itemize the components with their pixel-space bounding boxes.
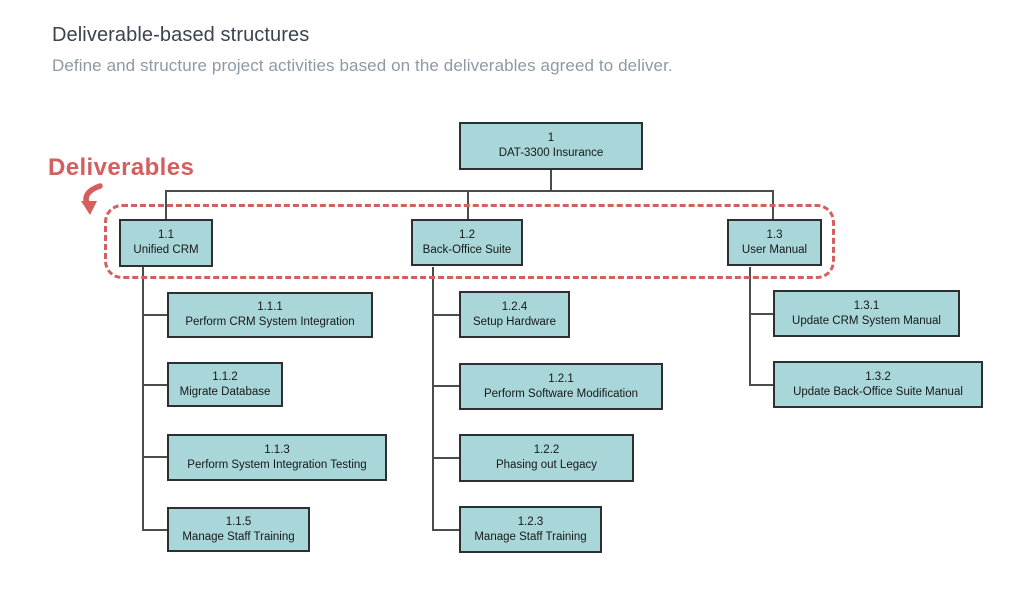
node-label: Update Back-Office Suite Manual (793, 385, 963, 398)
deliverables-annotation-label: Deliverables (48, 154, 195, 181)
connector-stub (142, 456, 167, 458)
page-subtitle: Define and structure project activities … (52, 56, 673, 75)
connector-trunk-branch1 (142, 267, 144, 531)
connector-stub (432, 314, 459, 316)
connector-trunk-branch2 (432, 267, 434, 531)
wbs-node-1-2-3: 1.2.3 Manage Staff Training (459, 506, 602, 553)
wbs-node-1-1: 1.1 Unified CRM (119, 219, 213, 267)
node-label: Unified CRM (133, 244, 199, 256)
page-title: Deliverable-based structures (52, 24, 310, 46)
node-code: 1.2.3 (517, 515, 544, 528)
node-label: Setup Hardware (472, 315, 557, 328)
node-code: 1.3.2 (865, 370, 891, 383)
node-code: 1.1 (158, 229, 174, 241)
node-code: 1.1.3 (264, 443, 290, 456)
wbs-node-1-2-2: 1.2.2 Phasing out Legacy (459, 434, 634, 482)
wbs-node-root: 1 DAT-3300 Insurance (459, 122, 643, 170)
curved-arrow-down-icon (81, 183, 103, 215)
node-code: 1.1.5 (225, 515, 252, 528)
wbs-node-1-1-3: 1.1.3 Perform System Integration Testing (167, 434, 387, 481)
wbs-node-1-2-4: 1.2.4 Setup Hardware (459, 291, 570, 338)
node-label: Update CRM System Manual (792, 314, 941, 327)
node-code: 1.2.1 (548, 372, 574, 385)
node-code: 1.2.2 (533, 444, 560, 456)
node-label: User Manual (741, 243, 808, 256)
wbs-node-1-3: 1.3 User Manual (727, 219, 822, 266)
node-code: 1.2 (459, 228, 475, 241)
wbs-node-1-2-1: 1.2.1 Perform Software Modification (459, 363, 663, 410)
node-code: 1.3 (766, 228, 783, 241)
connector-stub (142, 529, 167, 531)
connector-stub (142, 384, 167, 386)
node-label: Migrate Database (179, 385, 271, 398)
connector-level2-horizontal (165, 190, 774, 192)
connector-stub (749, 384, 773, 386)
node-code: 1.3.1 (853, 299, 880, 312)
connector-stub (432, 385, 459, 387)
connector-stub (749, 313, 773, 315)
node-label: Perform Software Modification (483, 387, 639, 400)
wbs-node-1-1-2: 1.1.2 Migrate Database (167, 362, 283, 407)
connector-root-vertical (550, 170, 552, 191)
connector-stub (142, 314, 167, 316)
connector-stub (432, 457, 459, 459)
node-label: DAT-3300 Insurance (498, 147, 604, 159)
node-label: Perform CRM System Integration (185, 316, 355, 328)
wbs-node-1-2: 1.2 Back-Office Suite (411, 219, 523, 266)
node-code: 1 (547, 132, 555, 144)
deliverables-highlight-frame (104, 204, 835, 279)
node-code: 1.2.4 (501, 300, 528, 313)
node-code: 1.1.2 (212, 370, 238, 383)
wbs-node-1-1-5: 1.1.5 Manage Staff Training (167, 507, 310, 552)
wbs-node-1-1-1: 1.1.1 Perform CRM System Integration (167, 292, 373, 338)
wbs-node-1-3-2: 1.3.2 Update Back-Office Suite Manual (773, 361, 983, 408)
node-label: Manage Staff Training (474, 530, 587, 543)
node-label: Perform System Integration Testing (187, 458, 367, 471)
wbs-node-1-3-1: 1.3.1 Update CRM System Manual (773, 290, 960, 337)
node-code: 1.1.1 (257, 301, 283, 313)
node-label: Phasing out Legacy (495, 459, 598, 471)
connector-stub (432, 529, 459, 531)
node-label: Back-Office Suite (422, 243, 512, 256)
node-label: Manage Staff Training (182, 530, 295, 543)
connector-trunk-branch3 (749, 267, 751, 385)
